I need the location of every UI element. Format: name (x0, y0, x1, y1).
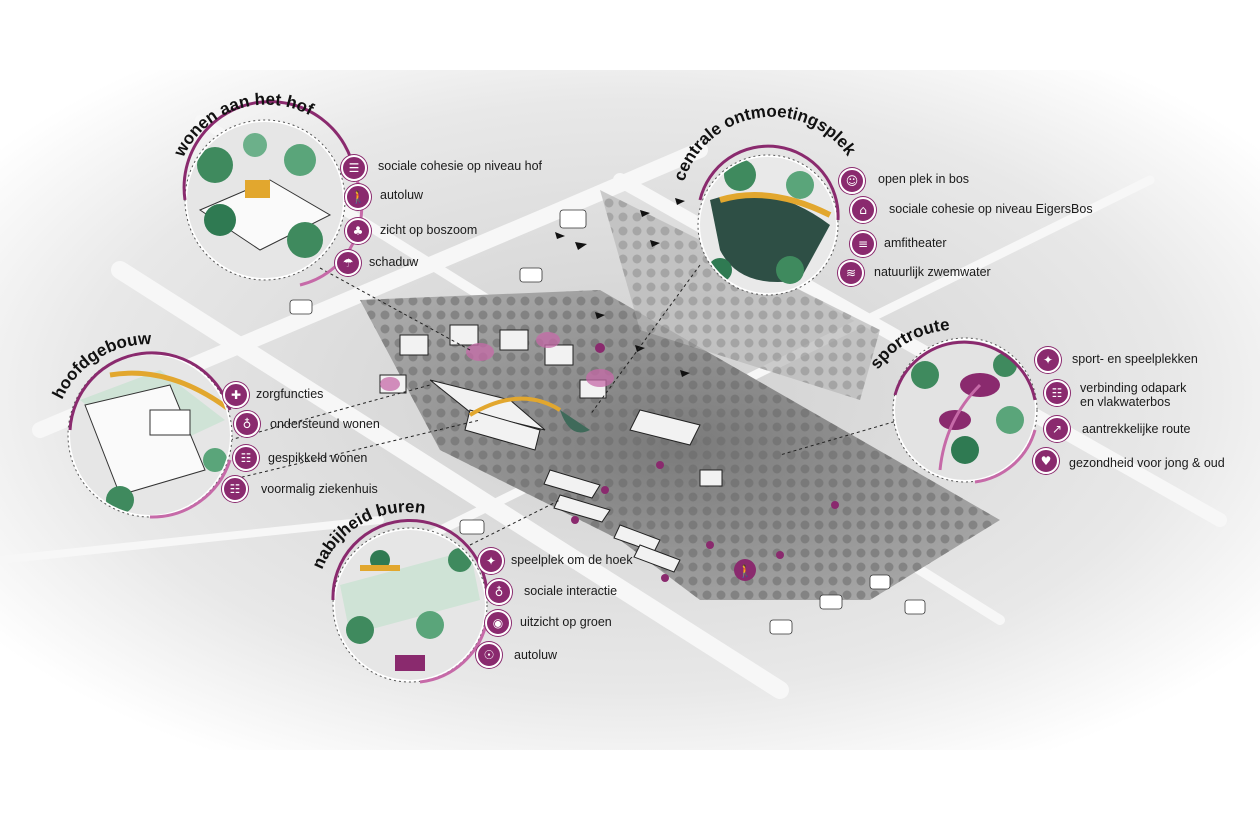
buren-item-label: speelplek om de hoek (511, 553, 633, 567)
amphitheater-path (468, 396, 562, 417)
play-icon: ✦ (1035, 347, 1061, 373)
bicycle-icon: ☉ (476, 642, 502, 668)
birds (555, 198, 690, 377)
mixed-living-icon: ☷ (233, 445, 259, 471)
pedestrian-marker-glyph: 🚶 (738, 564, 753, 578)
neighbourhood-houses (289, 209, 926, 635)
bubble-buren (331, 519, 489, 684)
bubble-hoofdgebouw (67, 351, 233, 519)
buren-item-label: autoluw (514, 648, 558, 662)
picnic-table-icon: ☰ (341, 155, 367, 181)
group-icon: ☺ (839, 168, 865, 194)
hospital-icon: ☷ (222, 476, 248, 502)
swimmer-icon: ≋ (838, 260, 864, 286)
buren-item-label: sociale interactie (524, 584, 618, 598)
swim-pond (560, 410, 590, 433)
hof-item-label: schaduw (369, 255, 419, 269)
hoofdgebouw-item-label: gespikkeld wonen (268, 451, 368, 465)
people-icon: ♁ (486, 579, 512, 605)
sport-item-label: verbinding odapark en vlakwaterbos (1080, 381, 1187, 409)
bubble-hof (182, 100, 364, 287)
supported-living-icon: ♁ (234, 411, 260, 437)
shade-tree-icon: ☂ (335, 250, 361, 276)
north-forest-canopy (600, 190, 880, 400)
hof-item-label: zicht op boszoom (380, 223, 478, 237)
connection-icon: ☷ (1044, 380, 1070, 406)
care-cross-icon: ✚ (223, 382, 249, 408)
sport-item-label: sport- en speelplekken (1072, 352, 1198, 366)
leader-lines (229, 264, 901, 546)
bubble-centrale (697, 144, 840, 296)
bubble-sportroute (892, 337, 1038, 484)
tree-icon: ♣ (345, 218, 371, 244)
hoofdgebouw-item-label: ondersteund wonen (270, 417, 380, 431)
forest-canopy (360, 290, 1000, 600)
play-spots (571, 343, 839, 582)
highlight-areas (380, 332, 614, 391)
heart-icon: ♥ (1033, 448, 1059, 474)
hoofdgebouw-item-label: voormalig ziekenhuis (261, 482, 378, 496)
pedestrian-marker-icon (734, 559, 756, 581)
hof-item-label: autoluw (380, 188, 424, 202)
hof-item-label: sociale cohesie op niveau hof (378, 159, 543, 173)
community-icon: ⌂ (850, 197, 876, 223)
sport-item-label: gezondheid voor jong & oud (1069, 456, 1225, 470)
amphitheater-icon: ≡ (850, 231, 876, 257)
centrale-item-label: natuurlijk zwemwater (874, 265, 991, 279)
centrale-item-label: open plek in bos (878, 172, 970, 186)
hoofdgebouw-item-label: zorgfuncties (256, 387, 324, 401)
sport-item-label: aantrekkelijke route (1082, 422, 1191, 436)
route-arrow-icon: ↗ (1044, 416, 1070, 442)
playground-icon: ✦ (478, 548, 504, 574)
pedestrian-icon: 🚶 (345, 184, 371, 210)
eye-icon: ◉ (485, 610, 511, 636)
centrale-item-label: amfitheater (884, 236, 947, 250)
buren-item-label: uitzicht op groen (520, 615, 612, 629)
centrale-item-label: sociale cohesie op niveau EigersBos (889, 202, 1093, 216)
